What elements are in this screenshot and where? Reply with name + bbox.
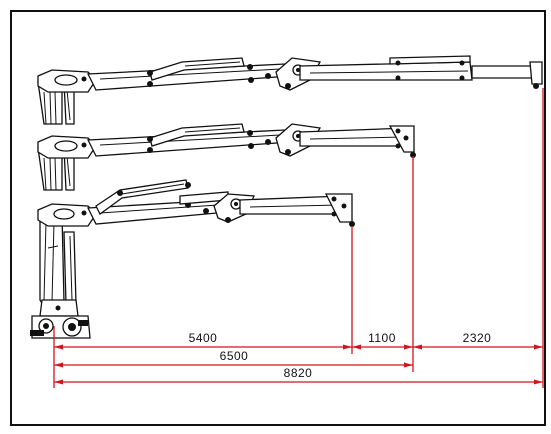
crane-column [39,211,79,317]
crane-base [30,315,91,339]
dimension-label-1100: 1100 [368,331,396,345]
dimension-lines [53,88,544,388]
crane-full-extension [37,55,543,125]
extension-boom [471,65,541,79]
dimension-label-8820: 8820 [284,366,313,380]
crane-retracted [30,179,355,339]
dimension-label-2320: 2320 [463,331,492,345]
drawing-border [10,10,546,426]
dimension-label-5400: 5400 [189,331,218,345]
dimension-label-6500: 6500 [220,349,249,363]
crane-mid-extension [37,123,416,191]
